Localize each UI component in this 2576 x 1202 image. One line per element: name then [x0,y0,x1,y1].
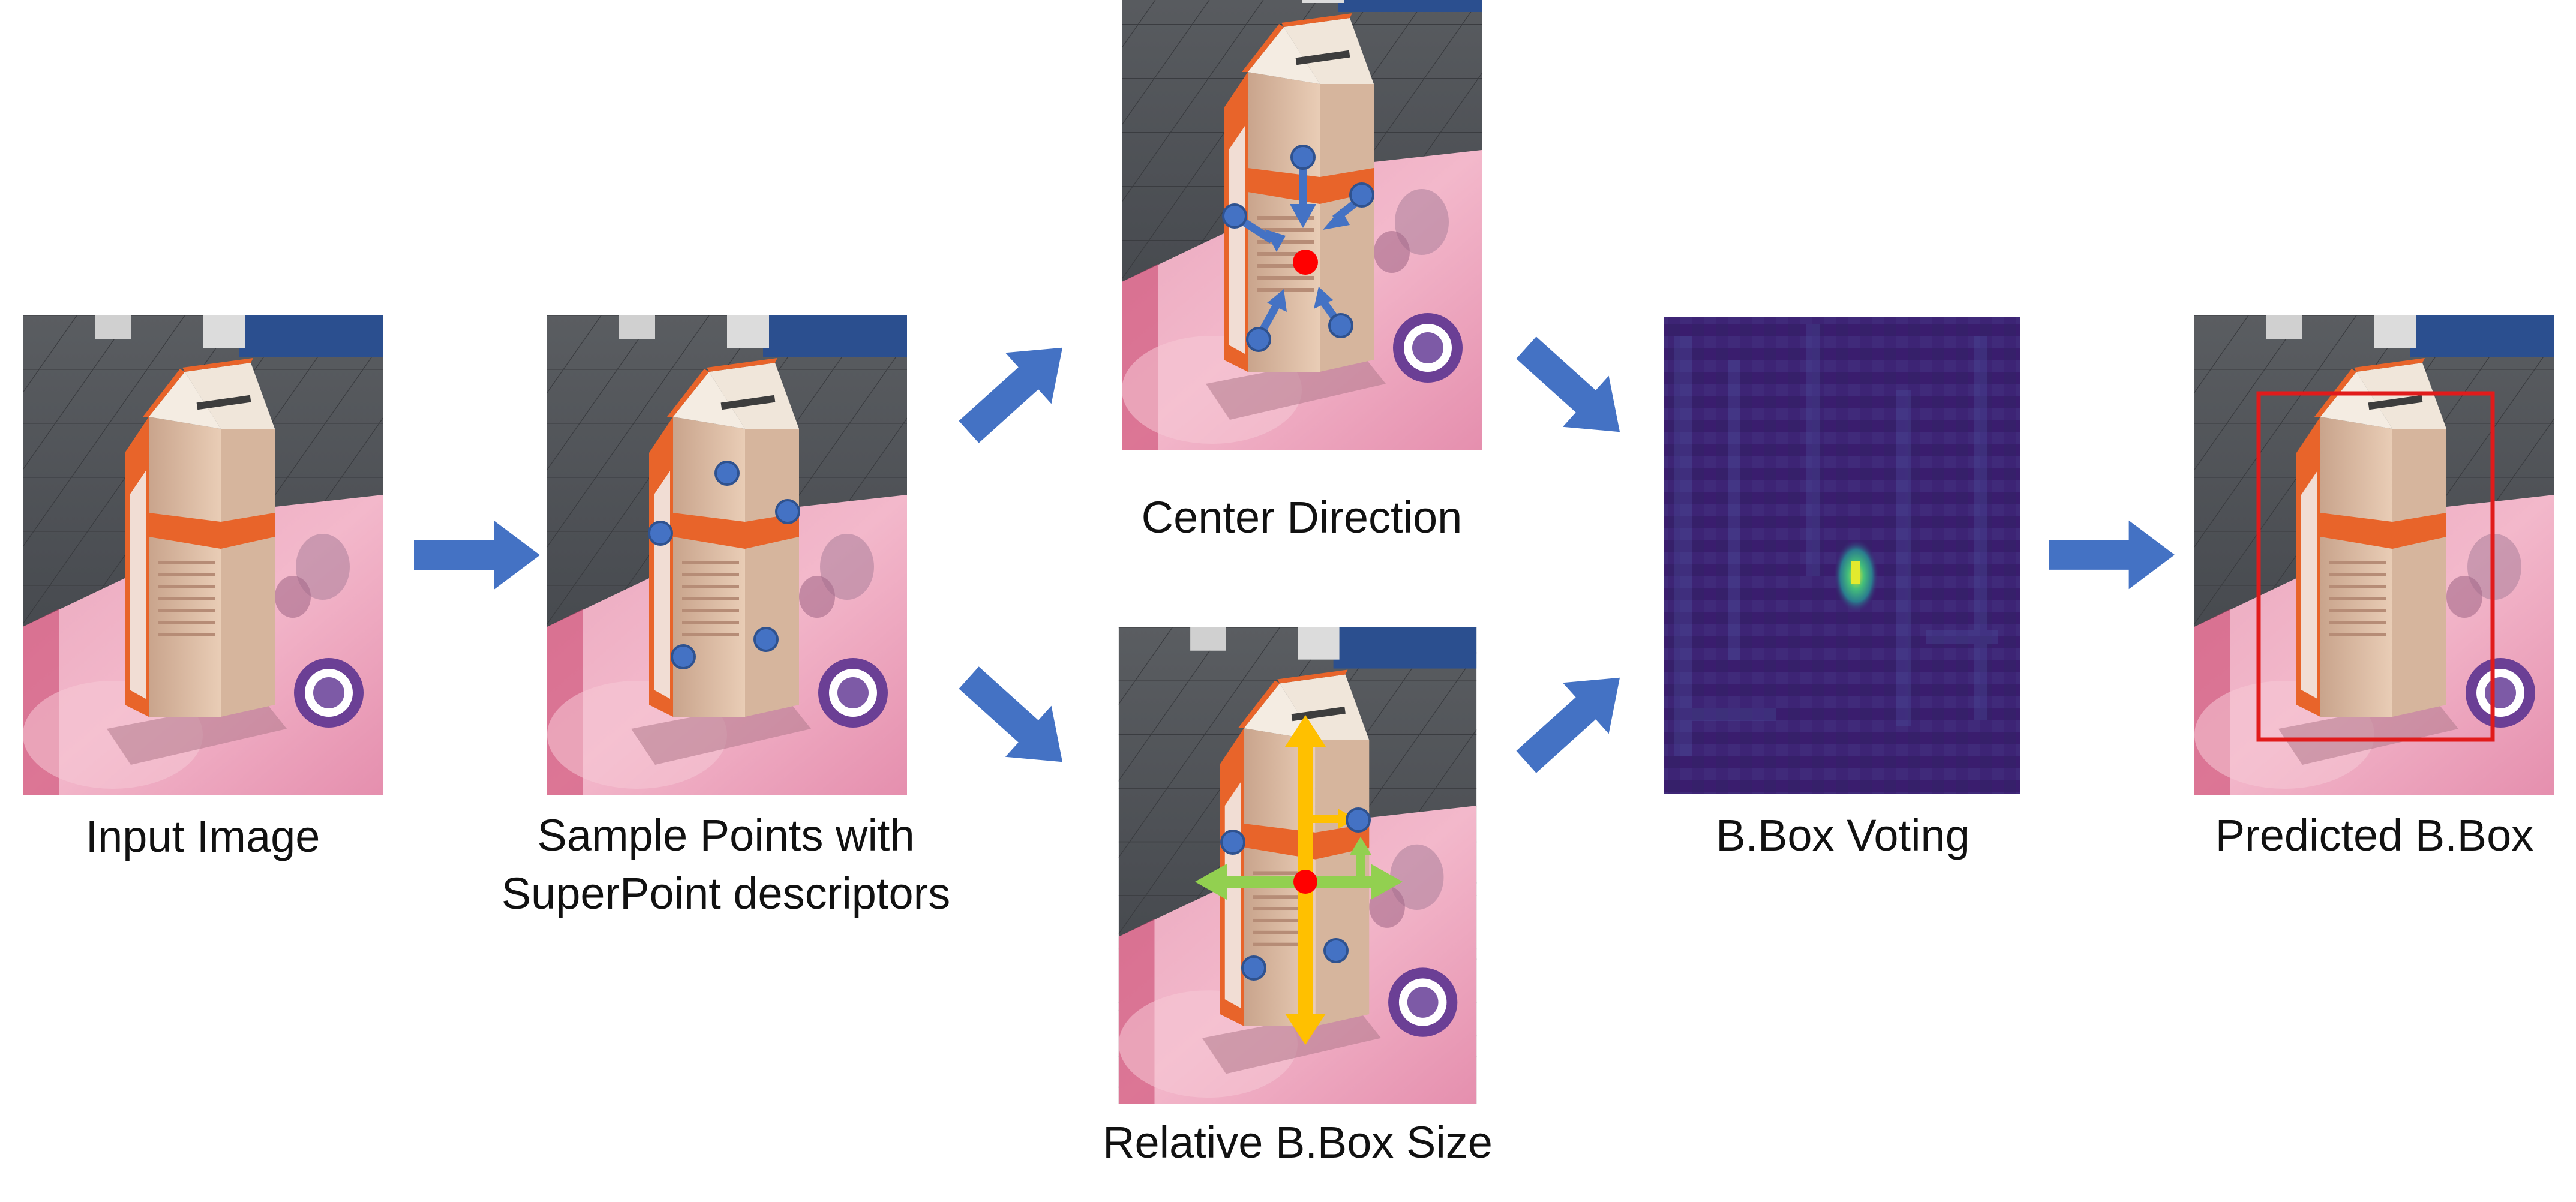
heatmap-streaks [1674,324,1998,756]
sample-points-stage: Sample Points with SuperPoint descriptor… [502,315,951,918]
sample-point [1241,955,1266,981]
sample-points-caption-line1: Sample Points with [537,810,914,860]
input-image-stage: Input Image [23,315,383,861]
sample-point [648,521,673,546]
sample-point [714,461,740,486]
center-direction-stage: Center Direction [1122,0,1482,542]
relative-bbox-size-stage: Relative B.Box Size [1103,627,1493,1167]
sample-points [648,461,800,669]
sample-point [1349,182,1374,208]
relative-bbox-size-caption: Relative B.Box Size [1103,1117,1493,1167]
direction-points [1222,145,1374,352]
right-arrow-icon [414,521,540,590]
diagonal-arrow-icon [1503,652,1643,788]
sample-points-caption-line2: SuperPoint descriptors [502,869,951,918]
sample-point [1323,938,1349,963]
input-image-caption: Input Image [86,812,320,861]
sample-point [1290,145,1316,170]
predicted-bounding-box [2256,391,2495,742]
right-arrow-icon [2049,520,2175,590]
sample-point [1346,807,1371,833]
sample-points-photo [547,315,907,795]
diagonal-arrow-icon [945,322,1086,458]
bbox-voting-caption: B.Box Voting [1716,810,1970,860]
center-direction-caption: Center Direction [1142,492,1463,542]
predicted-bbox-caption: Predicted B.Box [2215,810,2534,860]
sample-point [671,644,696,669]
sample-point [1246,327,1271,352]
sample-point [1222,203,1247,229]
object-center-point [1293,870,1317,894]
input-photo [23,315,383,795]
size-points [1220,807,1371,981]
diagonal-arrow-icon [945,652,1086,788]
vote-peak-max [1851,561,1860,584]
bbox-voting-stage: B.Box Voting [1664,317,2020,860]
sample-point [775,499,800,524]
object-center-point [1293,250,1318,275]
diagonal-arrow-icon [1503,322,1643,458]
predicted-bbox-stage: Predicted B.Box [2194,315,2554,860]
sample-point [753,627,779,652]
sample-point [1328,313,1353,338]
sample-point [1220,830,1245,855]
predicted-bbox-photo [2194,315,2554,795]
